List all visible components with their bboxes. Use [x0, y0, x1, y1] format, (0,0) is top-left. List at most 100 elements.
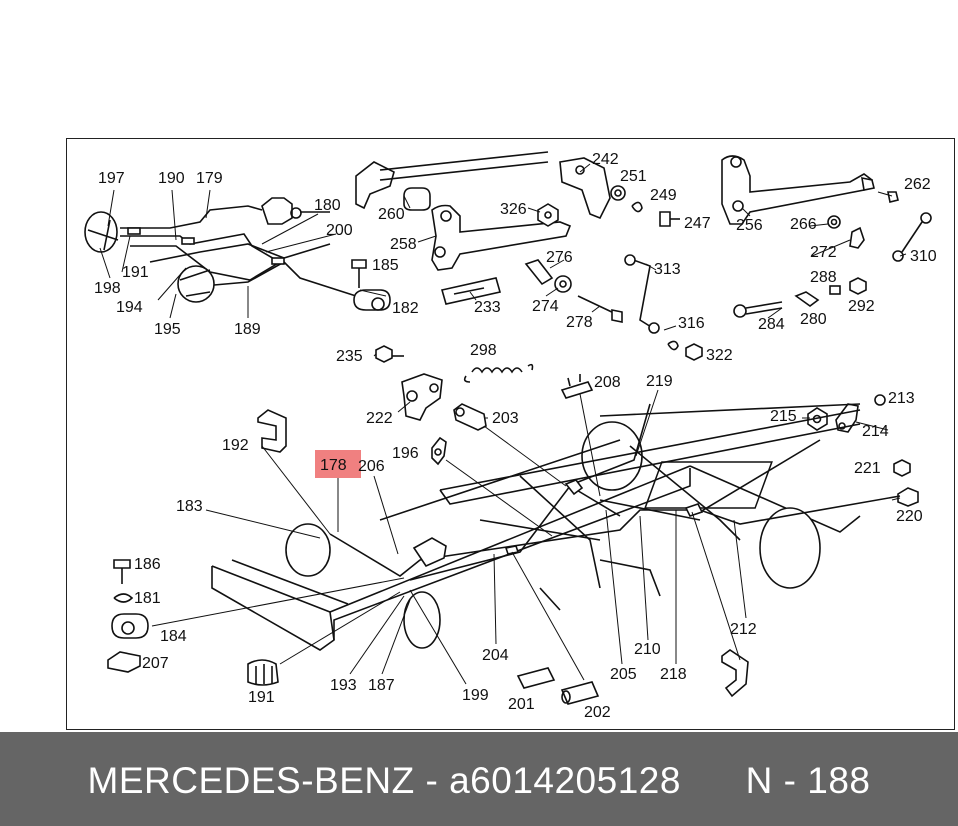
callout-label: 196 [392, 445, 419, 462]
callout-label: 183 [176, 498, 203, 515]
callout-label: 242 [592, 151, 619, 168]
callout-label: 292 [848, 298, 875, 315]
bolt-185 [351, 259, 367, 288]
callout-label: 189 [234, 321, 261, 338]
connectors-204-201 [516, 667, 600, 705]
callout-label: 207 [142, 655, 169, 672]
parts-288-292 [829, 277, 867, 295]
callout-label: 274 [532, 298, 559, 315]
callout-labels: 197 190 179 180 200 198 191 194 195 189 … [94, 151, 937, 721]
washer-213 [874, 394, 886, 406]
callout-label: 322 [706, 347, 733, 364]
pin-280 [794, 291, 820, 307]
callout-label: 210 [634, 641, 661, 658]
footer-caption: MERCEDES-BENZ - a6014205128 N - 188 [0, 760, 958, 802]
callout-label: 266 [790, 216, 817, 233]
washer-186 [113, 593, 134, 603]
callout-label: 203 [492, 410, 519, 427]
callout-label: 179 [196, 170, 223, 187]
bolt-183 [113, 559, 131, 584]
callout-label: 198 [94, 280, 121, 297]
bracket-242 [559, 157, 611, 220]
ref-prefix: N [745, 760, 773, 801]
callout-label: 310 [910, 248, 937, 265]
clip-206 [431, 436, 447, 466]
callout-label: 191 [122, 264, 149, 281]
bracket-192 [257, 409, 287, 453]
callout-label: 313 [654, 261, 681, 278]
washers-316-322 [667, 340, 703, 361]
callout-label: 276 [546, 249, 573, 266]
callout-label: 180 [314, 197, 341, 214]
callout-label: 182 [392, 300, 419, 317]
small-parts-266-262 [827, 191, 899, 229]
callout-label: 191 [248, 689, 275, 706]
callout-label: 186 [134, 556, 161, 573]
callout-label: 215 [770, 408, 797, 425]
nut-184 [107, 651, 141, 673]
callout-label: 208 [594, 374, 621, 391]
callout-label: 205 [610, 666, 637, 683]
bolt-247 [659, 211, 680, 227]
washers-251-249 [610, 185, 643, 213]
spring-298 [463, 363, 534, 383]
callout-label: 213 [888, 390, 915, 407]
brand-name: MERCEDES-BENZ [87, 760, 415, 801]
link-310 [892, 212, 932, 262]
clip-208 [560, 374, 594, 399]
fitting-220 [897, 487, 919, 507]
callout-label: 178 [320, 457, 347, 474]
callout-label: 199 [462, 687, 489, 704]
callout-label: 249 [650, 187, 677, 204]
plate-233 [440, 277, 502, 305]
callout-label: 298 [470, 342, 497, 359]
callout-label: 193 [330, 677, 357, 694]
nut-215 [807, 407, 828, 431]
brake-lines-chassis [329, 403, 901, 581]
callout-label: 187 [368, 677, 395, 694]
footer-separator: - [783, 760, 797, 801]
callout-label: 206 [358, 458, 385, 475]
ref-number: 188 [807, 760, 871, 801]
callout-label: 256 [736, 217, 763, 234]
callout-label: 260 [378, 206, 405, 223]
callout-label: 262 [904, 176, 931, 193]
rod-313 [624, 254, 660, 334]
callout-label: 284 [758, 316, 785, 333]
parts-diagram: 197 190 179 180 200 198 191 194 195 189 … [84, 151, 937, 721]
leader-lines [99, 163, 907, 685]
callout-label: 221 [854, 460, 881, 477]
footer-bar: MERCEDES-BENZ - a6014205128 N - 188 [0, 732, 958, 826]
lever-linkage-260 [355, 151, 549, 211]
bolt-235 [375, 345, 404, 363]
callout-label: 181 [134, 590, 161, 607]
callout-label: 214 [862, 423, 889, 440]
callout-label: 272 [810, 244, 837, 261]
callout-label: 218 [660, 666, 687, 683]
callout-label: 184 [160, 628, 187, 645]
sleeve-276-washer-274 [524, 259, 572, 293]
callout-label: 202 [584, 704, 611, 721]
callout-label: 197 [98, 170, 125, 187]
callout-label: 192 [222, 437, 249, 454]
callout-label: 235 [336, 348, 363, 365]
callout-label: 247 [684, 215, 711, 232]
callout-label: 201 [508, 696, 535, 713]
footer-separator: - [425, 760, 439, 801]
callout-label: 190 [158, 170, 185, 187]
sensor-203 [453, 403, 487, 431]
callout-label: 316 [678, 315, 705, 332]
callout-label: 278 [566, 314, 593, 331]
clip-272 [849, 226, 865, 249]
callout-label: 233 [474, 299, 501, 316]
lever-258 [431, 204, 572, 271]
callout-label: 288 [810, 269, 837, 286]
highlight-box [315, 450, 361, 478]
clip-207 [247, 659, 279, 686]
callout-label: 220 [896, 508, 923, 525]
callout-label: 326 [500, 201, 527, 218]
lever-256 [721, 155, 875, 225]
callout-label: 222 [366, 410, 393, 427]
fitting-181 [111, 613, 149, 639]
nut-221 [893, 459, 911, 477]
